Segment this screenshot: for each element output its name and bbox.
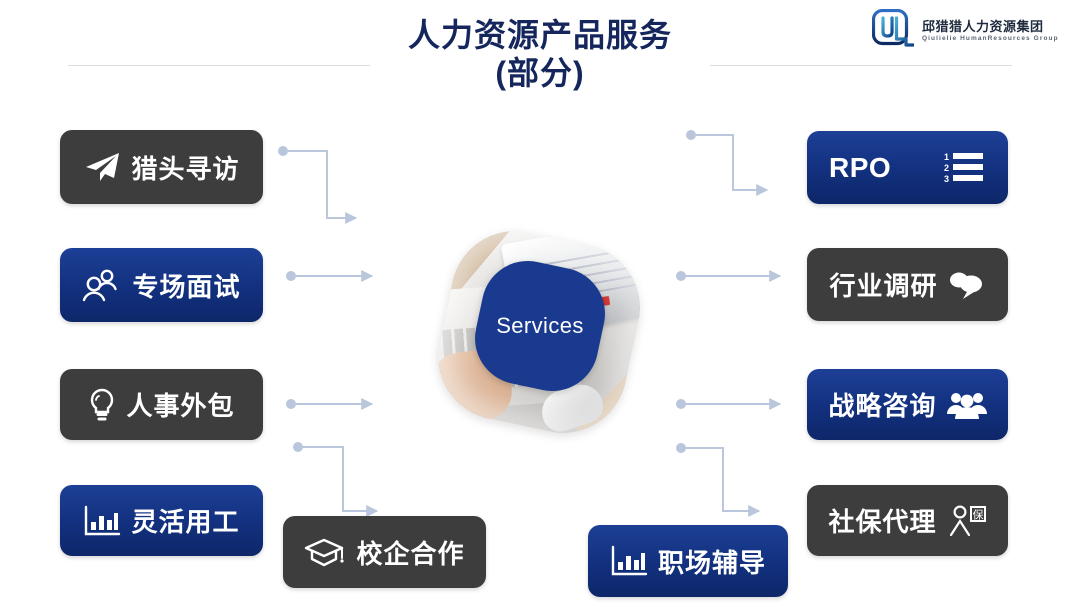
people-group-icon — [82, 268, 122, 302]
service-card-renshi-waibao[interactable]: 人事外包 — [60, 369, 263, 440]
connector-dot — [293, 442, 303, 452]
svg-text:2: 2 — [944, 163, 949, 173]
person-insurance-icon: 保 — [947, 504, 987, 538]
service-card-lietou-xunfang[interactable]: 猎头寻访 — [60, 130, 263, 204]
logo-name-cn: 邱猎猎人力资源集团 — [922, 18, 1044, 34]
svg-text:1: 1 — [944, 152, 949, 162]
connector-dot — [286, 399, 296, 409]
service-card-label: 灵活用工 — [131, 507, 240, 537]
logo-mark-icon — [872, 9, 914, 47]
service-card-zhanlve-zixun[interactable]: 战略咨询 — [807, 369, 1008, 440]
connector-dot — [286, 271, 296, 281]
header-divider-right — [710, 65, 1012, 66]
company-logo: 邱猎猎人力资源集团 Qiulielie HumanResources Group — [872, 8, 1068, 52]
connector-dot — [686, 130, 696, 140]
connector-dot — [676, 271, 686, 281]
connector-left-1 — [288, 150, 358, 224]
service-card-zhuanchang-mianshi[interactable]: 专场面试 — [60, 248, 263, 322]
lightbulb-icon — [88, 388, 116, 422]
page-title: 人力资源产品服务 (部分) — [407, 17, 672, 91]
speech-bubble-icon — [948, 270, 986, 300]
service-card-label: 行业调研 — [829, 271, 938, 301]
bar-chart-icon — [83, 505, 121, 537]
paper-plane-icon — [83, 151, 121, 183]
service-card-zhichang-fudao[interactable]: 职场辅导 — [588, 525, 788, 597]
service-card-label: 校企合作 — [356, 538, 465, 569]
service-card-label: 猎头寻访 — [131, 153, 240, 184]
numbered-list-icon: 1 2 3 — [944, 151, 986, 185]
connector-bottom-2 — [686, 447, 761, 517]
connector-dot — [278, 146, 288, 156]
service-card-label: 专场面试 — [132, 271, 241, 302]
svg-text:3: 3 — [944, 174, 949, 184]
service-card-linghuo-yonggong[interactable]: 灵活用工 — [60, 485, 263, 556]
logo-name-en: Qiulielie HumanResources Group — [922, 34, 1059, 42]
graduation-cap-icon — [304, 536, 346, 568]
center-services-label: Services — [496, 313, 584, 338]
service-card-xiaoqi-hezuo[interactable]: 校企合作 — [283, 516, 486, 588]
service-card-rpo[interactable]: RPO 1 2 3 — [807, 131, 1008, 204]
connector-bottom-1 — [303, 446, 379, 517]
service-card-label: 社保代理 — [828, 507, 937, 537]
service-card-shebao-daili[interactable]: 社保代理 保 — [807, 485, 1008, 556]
service-card-label: RPO — [829, 151, 892, 183]
service-card-label: 职场辅导 — [657, 547, 766, 578]
connector-dot — [676, 399, 686, 409]
connector-right-1 — [696, 134, 769, 196]
logo-text: 邱猎猎人力资源集团 Qiulielie HumanResources Group — [922, 18, 1059, 43]
service-card-label: 战略咨询 — [828, 391, 937, 421]
svg-text:保: 保 — [972, 507, 983, 521]
bar-chart-icon — [610, 545, 648, 577]
service-card-hangye-diaoyan[interactable]: 行业调研 — [807, 248, 1008, 321]
connector-dot — [676, 443, 686, 453]
header-divider-left — [68, 65, 370, 66]
users-group-icon — [946, 390, 987, 420]
service-card-label: 人事外包 — [126, 391, 235, 421]
